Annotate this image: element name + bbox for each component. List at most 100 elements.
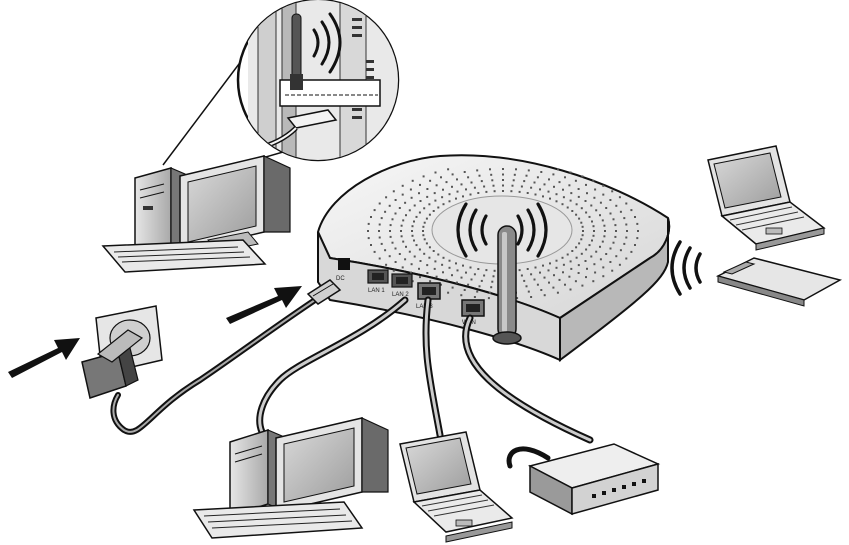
router-dot — [566, 253, 569, 256]
router-dot — [625, 202, 628, 205]
router-dot — [547, 190, 550, 193]
router-dot — [603, 235, 606, 238]
desktop-computer-icon — [192, 417, 389, 539]
router-dot — [388, 255, 391, 258]
router-dot — [564, 283, 566, 286]
router-dot — [615, 255, 618, 258]
router-dot — [391, 241, 394, 244]
router-dot — [543, 294, 546, 297]
router-dot — [592, 234, 595, 237]
router-dot — [480, 279, 483, 282]
router-dot — [476, 290, 479, 293]
router-dot — [480, 180, 483, 183]
router-dot — [429, 179, 432, 182]
router-dot — [400, 235, 403, 238]
router-dot — [373, 250, 376, 253]
power-port-label: DC — [336, 276, 345, 282]
router-dot — [429, 280, 432, 283]
router-dot — [394, 247, 397, 250]
router-dot — [419, 260, 422, 262]
router-dot — [612, 241, 615, 244]
router-dot — [602, 266, 605, 269]
magnifier-inset-icon — [162, 0, 400, 179]
router-dot — [408, 250, 411, 253]
router-dot — [378, 257, 381, 260]
router-dot — [609, 212, 612, 215]
router-dot — [585, 211, 588, 214]
router-dot — [423, 252, 426, 255]
router-dot — [543, 276, 546, 279]
router-dot — [448, 200, 451, 203]
router-dot — [440, 176, 442, 179]
router-dot — [543, 183, 546, 186]
router-dot — [408, 209, 411, 212]
router-dot — [623, 242, 626, 245]
router-dot — [548, 281, 550, 284]
router-dot — [555, 200, 558, 203]
router-dot — [601, 240, 604, 243]
router-dot — [460, 183, 463, 186]
router-dot — [609, 261, 612, 263]
router-dot — [536, 283, 539, 286]
router-dot — [569, 199, 572, 202]
router-dot — [470, 181, 473, 184]
router-dot — [476, 169, 479, 172]
router-dot — [578, 242, 581, 245]
router-dot — [525, 174, 528, 177]
router-dot — [605, 207, 608, 209]
router-dot — [623, 217, 626, 220]
lan-port-1: LAN 1 — [367, 269, 389, 294]
router-dot — [418, 267, 420, 270]
router-dot — [394, 212, 397, 215]
router-dot — [380, 217, 383, 220]
router-dot — [409, 188, 412, 191]
router-dot — [525, 285, 528, 288]
router-dot — [422, 230, 424, 232]
router-dot — [582, 230, 584, 232]
router-dot — [520, 274, 523, 277]
router-dot — [423, 238, 426, 241]
router-dot — [585, 276, 587, 279]
router-dot — [434, 199, 437, 202]
router-dot — [536, 176, 539, 179]
router-dot — [584, 260, 587, 262]
router-dot — [493, 269, 496, 272]
router-dot — [502, 173, 504, 176]
router-dot — [426, 264, 429, 267]
router-dot — [568, 275, 571, 278]
router-dot — [527, 169, 530, 172]
router-dot — [367, 230, 369, 232]
router-dot — [555, 193, 558, 196]
router-dot — [370, 244, 372, 246]
router-dot — [637, 230, 639, 232]
laptop-icon — [399, 431, 514, 543]
router-dot — [566, 206, 569, 209]
router-dot — [615, 204, 618, 207]
router-dot — [410, 263, 413, 266]
router-dot — [473, 186, 476, 189]
router-dot — [411, 179, 414, 182]
router-dot — [575, 256, 578, 259]
router-dot — [540, 289, 543, 291]
router-dot — [574, 179, 577, 182]
router-dot — [555, 259, 558, 262]
router-dot — [389, 235, 392, 238]
router-dot — [586, 192, 588, 195]
router-dot — [433, 192, 436, 195]
router-dot — [411, 230, 413, 232]
router-dot — [433, 267, 436, 270]
router-dot — [413, 204, 416, 207]
router-dot — [625, 223, 628, 226]
router-dot — [413, 239, 415, 242]
router-dot — [611, 269, 614, 272]
lan-port-1-label: LAN 1 — [368, 288, 385, 294]
router-dot — [636, 237, 639, 240]
router-dot — [483, 274, 486, 277]
router-dot — [588, 215, 591, 218]
router-dot — [411, 234, 414, 237]
wireless-waves-icon — [456, 202, 548, 258]
router-dot — [405, 245, 407, 248]
router-dot — [618, 263, 621, 266]
router-dot — [469, 266, 472, 269]
router-dot — [469, 193, 472, 196]
